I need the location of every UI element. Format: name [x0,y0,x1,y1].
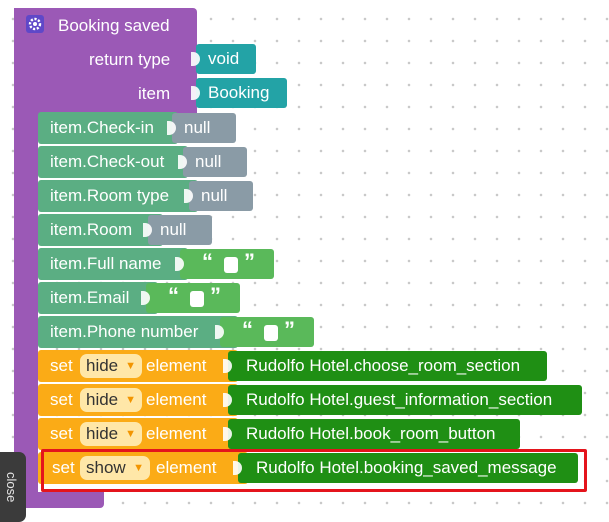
action-dropdown[interactable]: hide ▼ [80,354,142,378]
set-keyword: set [50,356,73,375]
assign-block-check-in[interactable]: item.Check-in [38,112,178,144]
close-quote: ” [284,317,295,342]
string-block[interactable]: “ ” [215,317,314,347]
null-value: null [184,118,211,137]
assign-block-check-out[interactable]: item.Check-out [38,146,188,178]
dropdown-arrow-icon: ▼ [133,462,144,474]
assign-label: item.Check-out [50,152,165,171]
element-keyword: element [146,424,207,443]
null-block[interactable]: null [167,113,236,143]
connector-notch [215,325,224,339]
connector-notch [178,155,187,169]
assign-label: item.Check-in [50,118,154,137]
close-quote: ” [244,249,255,274]
set-block-show-booking-saved[interactable]: set show ▼ element [38,452,248,484]
set-keyword: set [50,424,73,443]
element-keyword: element [156,458,217,477]
connector-notch [191,52,200,66]
element-target: Rudolfo Hotel.book_room_button [246,424,496,443]
connector-notch [191,86,200,100]
assign-block-email[interactable]: item.Email [38,282,158,314]
element-target: Rudolfo Hotel.booking_saved_message [256,458,557,477]
close-tab-label: close [4,472,19,503]
close-quote: ” [210,283,221,308]
item-type-block[interactable]: Booking [191,78,287,108]
dropdown-arrow-icon: ▼ [125,360,136,372]
open-quote: “ [242,317,253,342]
close-tab[interactable]: close [0,452,26,522]
null-block[interactable]: null [143,215,212,245]
set-block-hide-book-room[interactable]: set hide ▼ element [38,418,238,450]
element-target: Rudolfo Hotel.choose_room_section [246,356,521,375]
string-block[interactable]: “ ” [175,249,274,279]
assign-label: item.Room type [50,186,170,205]
null-block[interactable]: null [184,181,253,211]
return-type-value-block[interactable]: void [191,44,256,74]
open-quote: “ [202,249,213,274]
event-block-bottom [14,492,104,508]
connector-notch [143,223,152,237]
action-dropdown[interactable]: hide ▼ [80,388,142,412]
element-block[interactable]: Rudolfo Hotel.guest_information_section [223,385,582,415]
element-block[interactable]: Rudolfo Hotel.book_room_button [223,419,520,449]
return-type-label: return type [89,50,171,69]
connector-notch [223,359,232,373]
open-quote: “ [168,283,179,308]
event-block-side-arm [14,8,38,505]
assign-block-phone-number[interactable]: item.Phone number [38,316,238,348]
highlight-box [41,449,587,492]
string-input[interactable] [264,325,278,341]
set-block-hide-choose-room[interactable]: set hide ▼ element [38,350,238,382]
set-keyword: set [50,390,73,409]
action-dropdown[interactable]: show ▼ [80,456,150,480]
element-block[interactable]: Rudolfo Hotel.choose_room_section [223,351,547,381]
element-block[interactable]: Rudolfo Hotel.booking_saved_message [233,453,578,483]
event-title: Booking saved [58,16,170,35]
assign-label: item.Room [50,220,133,239]
return-type-value: void [208,49,240,68]
dropdown-arrow-icon: ▼ [125,428,136,440]
string-input[interactable] [190,291,204,307]
assign-label: item.Full name [50,254,162,273]
element-keyword: element [146,356,207,375]
assign-block-full-name[interactable]: item.Full name [38,248,188,280]
null-block[interactable]: null [178,147,247,177]
connector-notch [141,291,150,305]
item-type-value: Booking [208,83,270,102]
assign-block-room-type[interactable]: item.Room type [38,180,198,212]
element-keyword: element [146,390,207,409]
assign-block-room[interactable]: item.Room [38,214,163,246]
action-dropdown-value: show [86,458,126,477]
action-dropdown-value: hide [86,356,119,375]
set-keyword: set [52,458,75,477]
assign-label: item.Email [50,288,130,307]
connector-notch [223,393,232,407]
connector-notch [167,121,176,135]
set-block-hide-guest-info[interactable]: set hide ▼ element [38,384,238,416]
gear-icon[interactable] [26,15,44,33]
assign-label: item.Phone number [50,322,199,341]
connector-notch [184,189,193,203]
event-block-booking-saved[interactable] [14,8,197,120]
action-dropdown-value: hide [86,424,119,443]
connector-notch [175,257,184,271]
connector-notch [233,461,242,475]
dropdown-arrow-icon: ▼ [125,394,136,406]
item-label: item [138,84,171,103]
connector-notch [223,427,232,441]
action-dropdown-value: hide [86,390,119,409]
action-dropdown[interactable]: hide ▼ [80,422,142,446]
string-input[interactable] [224,257,238,273]
null-value: null [160,220,187,239]
string-block[interactable]: “ ” [141,283,240,313]
null-value: null [201,186,228,205]
null-value: null [195,152,222,171]
element-target: Rudolfo Hotel.guest_information_section [246,390,553,409]
